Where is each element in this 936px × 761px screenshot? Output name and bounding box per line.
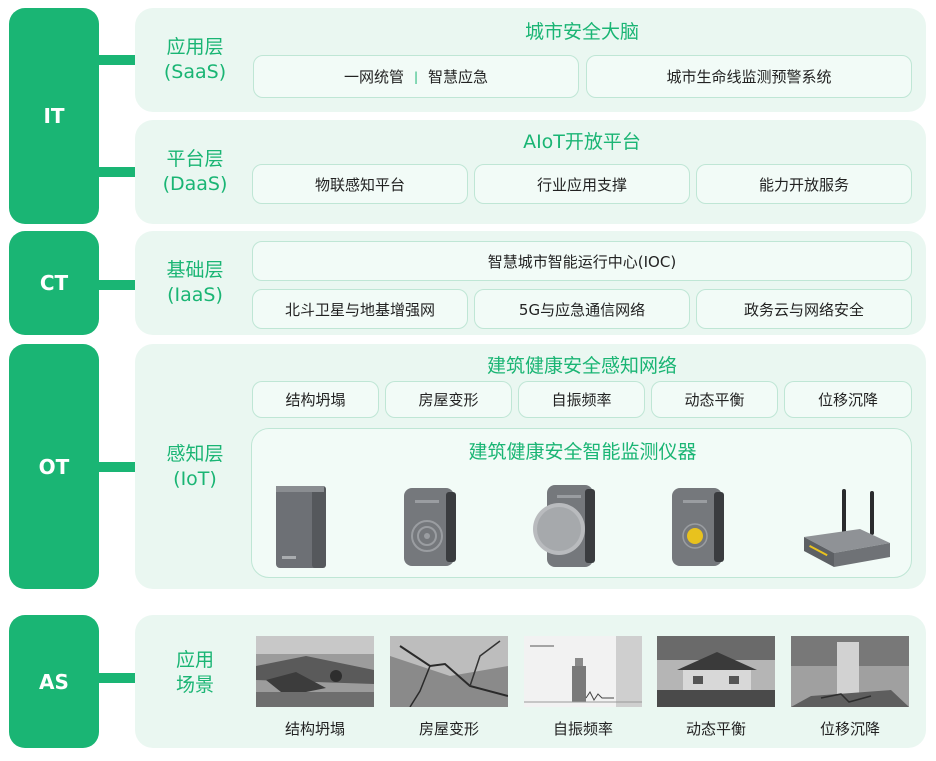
saas-box1-separator: |: [413, 69, 419, 84]
scene-image-settlement: [791, 636, 909, 707]
category-ct: CT: [9, 231, 99, 335]
tilt-sensor-icon: [400, 484, 460, 570]
scenes-panel: 应用 场景 结构坍塌 房屋变形: [135, 615, 926, 748]
iot-panel: 感知层 (IoT) 建筑健康安全感知网络 结构坍塌 房屋变形 自振频率 动态平衡…: [135, 344, 926, 589]
instruments-panel: 建筑健康安全智能监测仪器: [251, 428, 912, 578]
iot-title: 建筑健康安全感知网络: [486, 355, 677, 377]
category-as: AS: [9, 615, 99, 748]
iaas-box-ioc: 智慧城市智能运行中心(IOC): [252, 241, 912, 281]
iaas-box-beidou: 北斗卫星与地基增强网: [252, 289, 468, 329]
category-it-label: IT: [43, 104, 65, 128]
iot-box-balance: 动态平衡: [651, 381, 778, 418]
saas-title: 城市安全大脑: [524, 21, 639, 43]
connector-iot: [95, 462, 137, 472]
iaas-box-cloud: 政务云与网络安全: [696, 289, 912, 329]
scene-caption-deformation: 房屋变形: [418, 720, 479, 738]
iaas-label-line2: (IaaS): [167, 284, 223, 306]
daas-layer-label: 平台层 (DaaS): [135, 147, 255, 197]
daas-label-line2: (DaaS): [162, 173, 228, 195]
iot-label-line2: (IoT): [173, 468, 217, 490]
iot-box-frequency: 自振频率: [518, 381, 645, 418]
displacement-sensor-icon: [668, 484, 728, 570]
iot-label-line1: 感知层: [166, 443, 224, 465]
scenes-label-line2: 场景: [175, 674, 214, 696]
connector-scenes: [95, 673, 137, 683]
iaas-box-5g: 5G与应急通信网络: [474, 289, 690, 329]
saas-layer-label: 应用层 (SaaS): [135, 35, 255, 85]
scene-image-balance: [657, 636, 775, 707]
daas-box-industry-support: 行业应用支撑: [474, 164, 690, 204]
saas-label-line2: (SaaS): [163, 61, 227, 83]
saas-box1-b: 智慧应急: [428, 68, 489, 86]
category-ct-label: CT: [39, 271, 69, 295]
iot-box-deformation: 房屋变形: [385, 381, 512, 418]
scene-image-deformation: [390, 636, 508, 707]
gateway-router-icon: [800, 487, 892, 571]
category-ot: OT: [9, 344, 99, 589]
iaas-label-line1: 基础层: [166, 259, 224, 281]
scene-caption-frequency: 自振频率: [552, 720, 613, 738]
category-it: IT: [9, 8, 99, 224]
daas-box-capability-service: 能力开放服务: [696, 164, 912, 204]
saas-box-governance: 一网统管 | 智慧应急: [253, 55, 579, 98]
iot-box-collapse: 结构坍塌: [252, 381, 379, 418]
scene-image-frequency: [524, 636, 642, 707]
daas-box-iot-platform: 物联感知平台: [252, 164, 468, 204]
scenes-label-line1: 应用: [175, 649, 214, 671]
connector-daas: [95, 167, 137, 177]
scene-caption-balance: 动态平衡: [685, 720, 746, 738]
daas-panel: 平台层 (DaaS) AIoT开放平台 物联感知平台 行业应用支撑 能力开放服务: [135, 120, 926, 224]
daas-title: AIoT开放平台: [523, 131, 641, 153]
saas-box-lifeline: 城市生命线监测预警系统: [586, 55, 912, 98]
scene-caption-settlement: 位移沉降: [819, 720, 880, 738]
saas-label-line1: 应用层: [166, 36, 224, 58]
scene-caption-collapse: 结构坍塌: [284, 720, 345, 738]
iot-box-settlement: 位移沉降: [784, 381, 912, 418]
saas-box1-a: 一网统管: [343, 68, 404, 86]
instruments-title: 建筑健康安全智能监测仪器: [468, 441, 697, 463]
category-ot-label: OT: [38, 454, 70, 479]
iaas-panel: 基础层 (IaaS) 智慧城市智能运行中心(IOC) 北斗卫星与地基增强网 5G…: [135, 231, 926, 335]
scene-image-collapse: [256, 636, 374, 707]
iaas-layer-label: 基础层 (IaaS): [135, 258, 255, 308]
category-as-label: AS: [39, 669, 69, 694]
box-sensor-icon: [274, 484, 330, 570]
vibration-sensor-icon: [529, 481, 599, 571]
connector-iaas: [95, 280, 137, 290]
iot-layer-label: 感知层 (IoT): [135, 442, 255, 492]
saas-panel: 应用层 (SaaS) 城市安全大脑 一网统管 | 智慧应急 城市生命线监测预警系…: [135, 8, 926, 112]
connector-saas: [95, 55, 137, 65]
daas-label-line1: 平台层: [166, 148, 224, 170]
scenes-layer-label: 应用 场景: [135, 648, 255, 698]
